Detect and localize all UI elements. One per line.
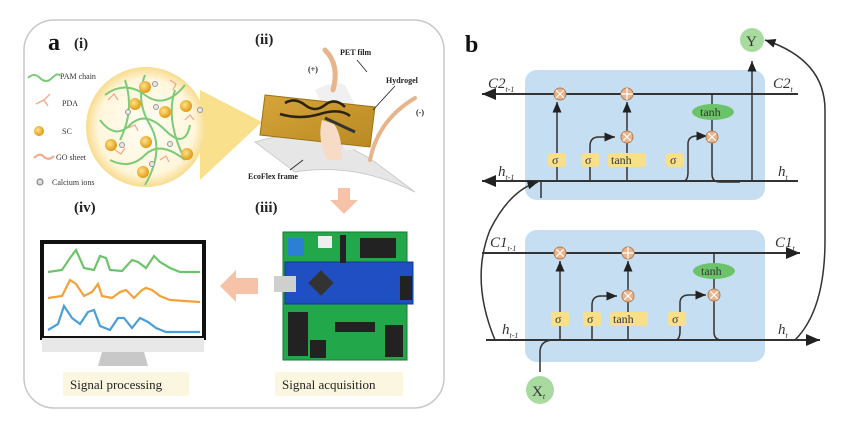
gate-sigma-forget [548, 153, 566, 167]
output-tanh [693, 263, 735, 279]
add-op [621, 246, 635, 260]
gate-sigma-output [668, 312, 686, 326]
gate-sigma-input [581, 153, 599, 167]
pda-branch-icon [35, 93, 51, 107]
gate-label: σ [672, 312, 679, 326]
output-tanh-label: tanh [700, 105, 721, 119]
orange-dot-icon [34, 126, 44, 136]
caption-processing: Signal processing [70, 377, 163, 392]
multiply-op [553, 87, 567, 101]
hydrogel-microstructure [86, 67, 262, 187]
caption-processing-bg [63, 372, 189, 396]
legend-label: GO sheet [56, 153, 87, 162]
caption-acquisition-bg [275, 372, 403, 396]
input-node-label: Xt [532, 384, 546, 401]
sensor-device: PET film Hydrogel (+) (-) EcoFlex frame [248, 47, 424, 193]
c2-prev-label: C2t-1 [488, 76, 514, 94]
gate-sigma-input [583, 312, 601, 326]
legend-label: PDA [62, 99, 78, 108]
gate-label: σ [555, 312, 562, 326]
subpanel-i-label: (i) [74, 36, 88, 52]
caption-acquisition: Signal acquisition [282, 377, 376, 392]
signal-trace-orange [47, 278, 201, 304]
gate-label: σ [552, 153, 559, 167]
legend-label: Calcium ions [52, 178, 94, 187]
panel-b-letter: b [465, 32, 478, 58]
gate-tanh-candidate [608, 153, 646, 167]
connector-h1-to-top [480, 180, 539, 341]
multiply-op [620, 130, 634, 144]
add-op [620, 87, 634, 101]
signal-traces [47, 247, 201, 334]
h-prev-label: ht-1 [502, 322, 518, 340]
output-tanh [692, 104, 734, 120]
gate-label: σ [585, 153, 592, 167]
gate-label: σ [587, 312, 594, 326]
c1-next-label: C1t [775, 235, 796, 253]
zoom-cone [200, 90, 262, 180]
gate-sigma-output [666, 153, 684, 167]
gray-ring-icon [36, 178, 44, 186]
c2-next-label: C2t [773, 76, 794, 94]
signal-trace-green [47, 247, 200, 274]
multiply-op [553, 246, 567, 260]
arduino-board [274, 231, 414, 361]
multiply-op [705, 130, 719, 144]
subpanel-ii-label: (ii) [255, 32, 273, 48]
h-next-label: ht [778, 164, 789, 182]
legend: PAM chain PDA SC GO sheet Calcium ions [27, 72, 96, 187]
signal-trace-blue [47, 303, 200, 334]
subpanel-iv-label: (iv) [74, 200, 96, 216]
gate-label: tanh [613, 312, 634, 326]
arrow-left-icon [220, 270, 258, 302]
plus-terminal-label: (+) [308, 65, 318, 74]
output-node-label: Y [746, 34, 757, 50]
output-node-y [740, 28, 764, 52]
monitor [40, 240, 206, 366]
pet-film-label: PET film [340, 48, 372, 57]
arrow-down-icon [330, 188, 358, 214]
legend-label: SC [62, 127, 72, 136]
h-prev-label: ht-1 [498, 164, 514, 182]
gate-sigma-forget [551, 312, 569, 326]
lstm-cell-top: σ σ tanh σ tanh C2t-1 C2t ht-1 ht [482, 61, 798, 200]
gate-label: σ [670, 153, 677, 167]
input-node-x [526, 376, 554, 404]
minus-terminal-label: (-) [416, 108, 424, 117]
connector-h1-to-y [764, 39, 826, 341]
lstm-cell-bottom: σ σ tanh σ tanh C1t-1 C1t ht-1 ht [482, 230, 820, 362]
legend-label: PAM chain [60, 72, 96, 81]
h-next-label: ht [778, 322, 789, 340]
gate-label: tanh [611, 153, 632, 167]
hydrogel-label: Hydrogel [386, 76, 419, 85]
multiply-op [707, 288, 721, 302]
subpanel-iii-label: (iii) [255, 200, 278, 216]
connector-x-to-bottom [539, 339, 555, 372]
green-wave-icon [27, 73, 61, 82]
output-tanh-label: tanh [701, 264, 722, 278]
gate-tanh-candidate [610, 312, 648, 326]
c1-prev-label: C1t-1 [490, 235, 516, 253]
ecoflex-label: EcoFlex frame [248, 172, 298, 181]
panel-a-letter: a [48, 30, 60, 56]
multiply-op [621, 289, 635, 303]
go-sheet-icon [33, 153, 55, 160]
